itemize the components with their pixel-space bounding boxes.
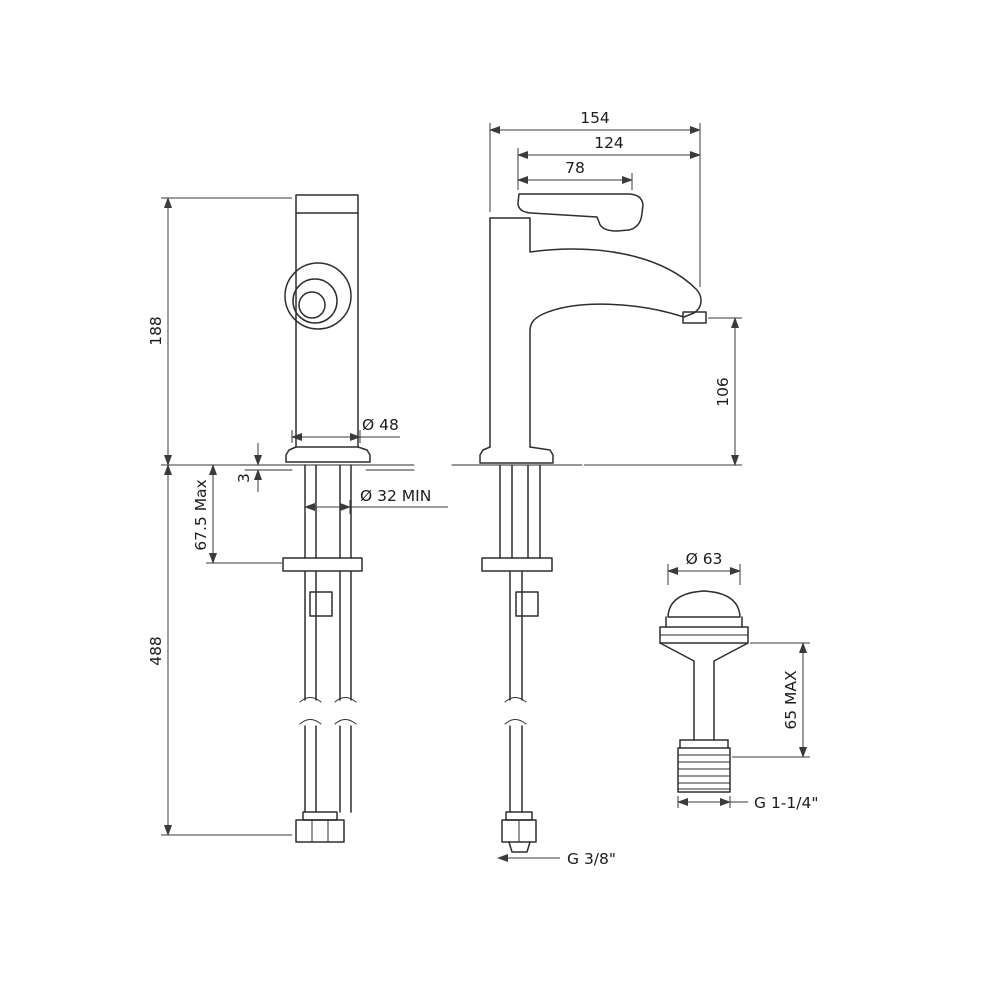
dim-spout-diameter-48: Ø 48 (291, 416, 400, 443)
break-line (504, 719, 527, 725)
dim-handle-78: 78 (517, 159, 633, 190)
body-spout-outline (489, 217, 702, 448)
dim-label-hole-diameter: Ø 32 MIN (360, 487, 431, 505)
dim-label-spout-diameter: Ø 48 (362, 416, 399, 434)
dim-label-spout-height: 106 (714, 377, 732, 407)
hose-connector (515, 591, 539, 617)
dim-spout-height-106: 106 (584, 317, 742, 466)
lever-handle-outline (517, 193, 644, 232)
dim-label-depth-overall: 124 (594, 134, 624, 152)
dim-height-188: 188 (147, 197, 292, 466)
hose-end-collar (302, 811, 338, 821)
break-line (334, 697, 357, 703)
flange-taper-line (713, 642, 749, 662)
base-escutcheon (479, 446, 554, 464)
control-ring-middle (292, 278, 338, 324)
base-escutcheon (285, 446, 371, 463)
mounting-nut (481, 557, 553, 572)
hose-connector (309, 591, 333, 617)
dim-drain-height-65max: 65 MAX (732, 642, 810, 758)
dim-label-cap-diameter: Ø 63 (686, 550, 723, 568)
control-ring-outer (284, 262, 352, 330)
break-line (334, 719, 357, 725)
dim-cap-diameter-63: Ø 63 (667, 550, 741, 585)
dim-label-handle-length: 78 (565, 159, 585, 177)
side-view-faucet (451, 193, 707, 853)
dim-waste-thread-g114: G 1-1/4" (677, 794, 818, 812)
break-line (504, 697, 527, 703)
dimensions: 188 488 67.5 Max 3 Ø 48 (147, 109, 818, 868)
hose-end-collar (505, 811, 533, 821)
control-ring-inner (298, 291, 326, 319)
flange-taper-line (659, 642, 695, 662)
dim-label-height-above-deck: 188 (147, 316, 165, 346)
dim-label-deck-max: 67.5 Max (192, 479, 210, 550)
dim-label-supply-thread: G 3/8" (567, 850, 616, 868)
front-view-faucet (235, 194, 415, 843)
drain-cap-dome (667, 590, 741, 618)
dim-depth-124: 124 (517, 134, 701, 190)
dim-label-plate-thickness: 3 (235, 473, 253, 483)
dim-supply-thread-g38: G 3/8" (497, 850, 616, 868)
break-line (299, 719, 322, 725)
dim-label-depth-total: 154 (580, 109, 610, 127)
hose-tip (508, 841, 531, 853)
dim-hole-diameter-32: Ø 32 MIN (304, 487, 448, 514)
dim-total-height-488: 488 (147, 464, 292, 836)
dim-label-drain-height-max: 65 MAX (782, 670, 800, 730)
hose-end-fitting (295, 819, 345, 843)
dim-label-total-height: 488 (147, 636, 165, 666)
aerator (682, 311, 707, 324)
dim-label-waste-thread: G 1-1/4" (754, 794, 818, 812)
dim-deck-max-67-5: 67.5 Max (192, 464, 282, 564)
dim-depth-154: 154 (489, 109, 701, 287)
drain-waste-view (659, 590, 749, 793)
break-line (299, 697, 322, 703)
dim-plate-thickness-3: 3 (235, 443, 262, 492)
mounting-nut (282, 557, 363, 572)
threaded-body (677, 747, 731, 793)
